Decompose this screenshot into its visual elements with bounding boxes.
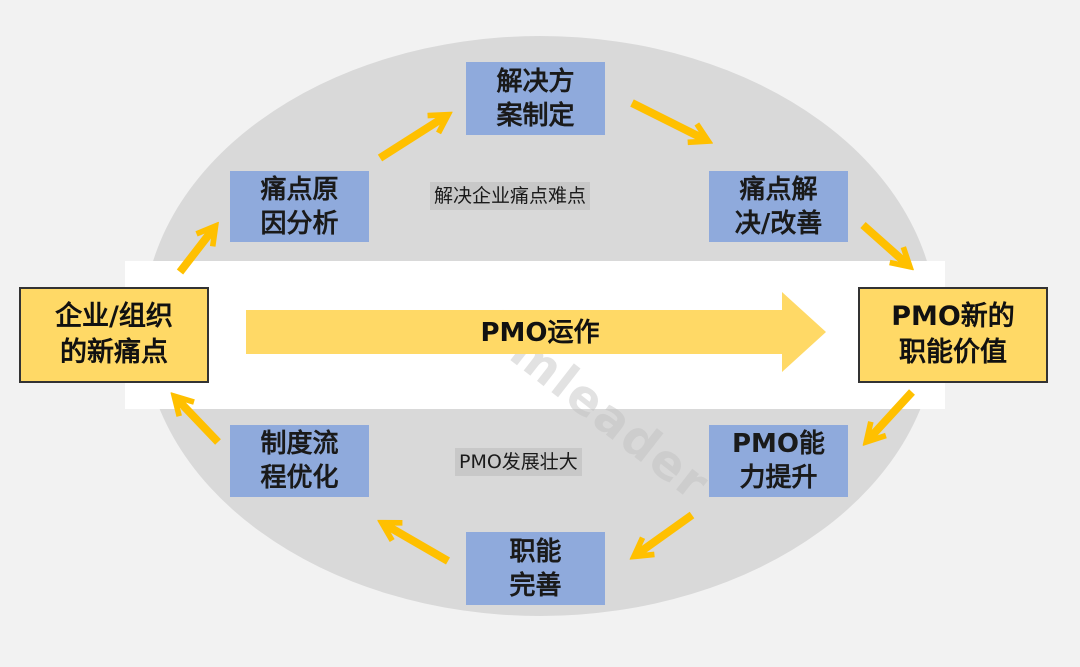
node-capability-up: PMO能 力提升 [709, 425, 848, 497]
arrow-solution-to-resolve [630, 99, 706, 140]
node-pain-root-cause: 痛点原 因分析 [230, 171, 369, 242]
top-label: 解决企业痛点难点 [430, 182, 591, 210]
node-pain-resolve: 痛点解 决/改善 [709, 171, 848, 242]
bottom-label: PMO发展壮大 [455, 448, 582, 476]
node-function-complete: 职能 完善 [466, 532, 605, 605]
node-solution-design: 解决方 案制定 [466, 62, 605, 135]
center-arrow-label: PMO运作 [480, 318, 600, 348]
arrow-start-to-root [176, 228, 214, 275]
arrow-resolve-to-end [860, 222, 908, 265]
center-big-arrow [246, 292, 826, 372]
arrow-root-to-solution [377, 116, 446, 162]
node-start-new-pain: 企业/组织 的新痛点 [19, 287, 209, 383]
node-process-optimize: 制度流 程优化 [230, 425, 369, 497]
arrow-end-to-capability [868, 389, 915, 440]
arrow-process-to-start [176, 398, 221, 445]
arrow-function-to-process [384, 524, 451, 565]
arrow-capability-to-function [636, 511, 695, 555]
node-end-new-value: PMO新的 职能价值 [858, 287, 1048, 383]
